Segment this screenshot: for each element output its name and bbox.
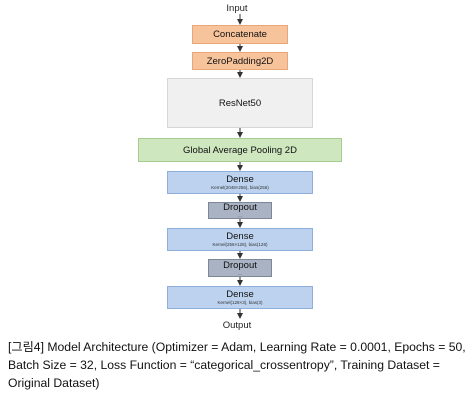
layer-resnet50: ResNet50 <box>167 78 313 128</box>
layer-dense-2-params: Kernel(256×128), bias(128) <box>212 242 268 247</box>
layer-dense-1: Dense Kernel(2048×256), bias(256) <box>167 171 313 194</box>
layer-dense-1-label: Dense <box>226 174 254 185</box>
layer-dropout-1: Dropout ... <box>208 202 272 219</box>
layer-concatenate-label: Concatenate <box>213 29 267 40</box>
layer-dense-3-params: Kernel(128×3), bias(3) <box>217 300 263 305</box>
layer-dense-3-label: Dense <box>226 289 254 300</box>
layer-dropout-2: Dropout ... <box>208 259 272 277</box>
layer-dropout-1-label: Dropout <box>223 202 257 213</box>
layer-resnet50-label: ResNet50 <box>218 97 262 109</box>
layer-dense-1-params: Kernel(2048×256), bias(256) <box>211 185 269 190</box>
layer-dense-3: Dense Kernel(128×3), bias(3) <box>167 286 313 309</box>
output-label: Output <box>222 320 252 331</box>
layer-zeropadding2d-label: ZeroPadding2D <box>206 55 274 67</box>
layer-dropout-2-params: ... <box>238 270 242 276</box>
layer-dropout-1-params: ... <box>238 213 242 218</box>
layer-dense-2-label: Dense <box>226 231 254 242</box>
figure-caption: [그림4] Model Architecture (Optimizer = Ad… <box>8 340 466 390</box>
layer-dropout-2-label: Dropout <box>223 259 257 271</box>
input-label: Input <box>226 3 248 14</box>
layer-global-average-pooling-label: Global Average Pooling 2D <box>183 144 297 156</box>
layer-zeropadding2d: ZeroPadding2D <box>192 52 288 70</box>
layer-dense-2: Dense Kernel(256×128), bias(128) <box>167 228 313 251</box>
layer-concatenate: Concatenate <box>192 25 288 44</box>
layer-global-average-pooling: Global Average Pooling 2D <box>138 138 342 162</box>
